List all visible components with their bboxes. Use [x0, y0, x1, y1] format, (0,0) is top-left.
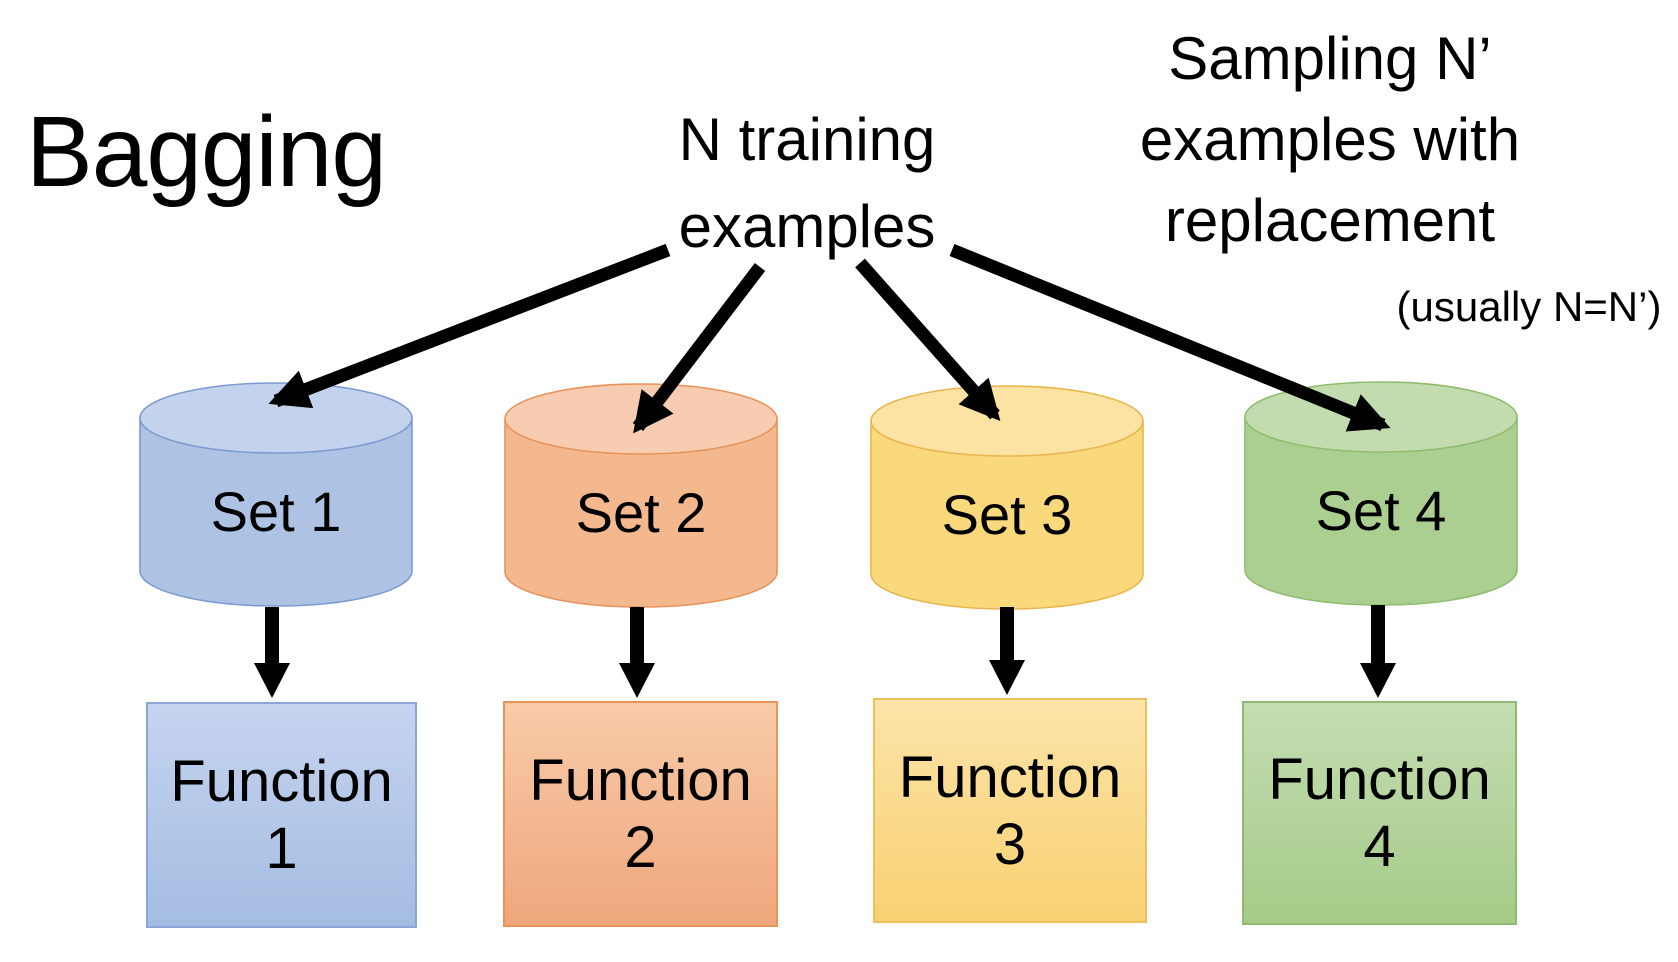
page-title: Bagging: [26, 96, 387, 208]
arrow-training-to-set-1-icon: [268, 243, 671, 409]
n-training-examples-label: N training examples: [557, 96, 1057, 270]
sampling-line2: examples with: [1139, 106, 1521, 173]
arrow-training-to-set-4-icon: [949, 243, 1391, 432]
arrow-set-2-to-function-2-icon: [619, 607, 655, 698]
sampling-line1: Sampling N’: [1168, 25, 1492, 92]
arrow-set-4-to-function-4-icon: [1360, 605, 1396, 698]
sampling-line3: replacement: [1164, 187, 1496, 254]
n-training-line2: examples: [678, 193, 936, 260]
sampling-replacement-label: Sampling N’ examples with replacement: [1080, 18, 1580, 261]
arrow-training-to-set-3-icon: [855, 258, 1001, 422]
arrow-set-1-to-function-1-icon: [254, 607, 290, 698]
arrow-training-to-set-2-icon: [632, 263, 766, 434]
n-training-line1: N training: [678, 106, 936, 173]
usually-n-equals-n-note: (usually N=N’): [1396, 283, 1662, 330]
arrow-set-3-to-function-3-icon: [989, 607, 1025, 695]
